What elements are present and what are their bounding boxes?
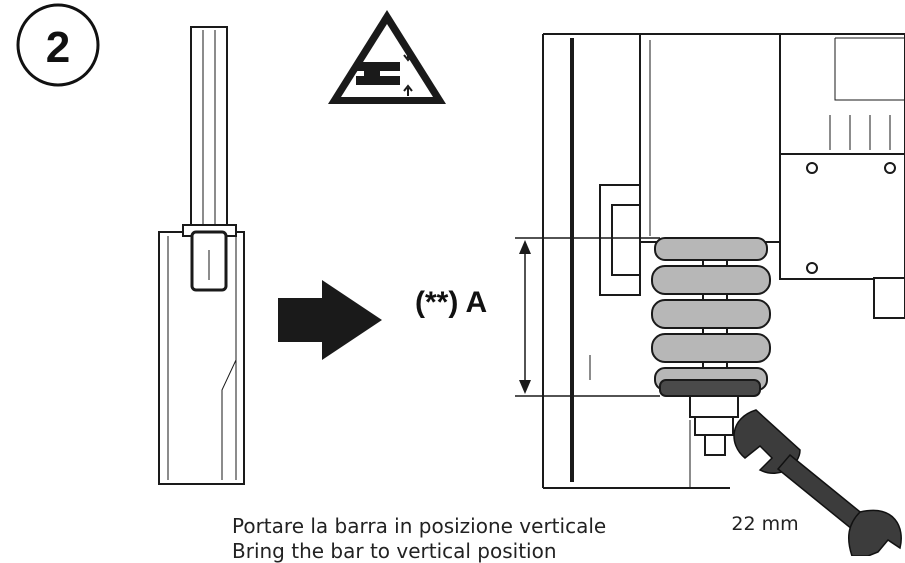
spring <box>651 237 771 397</box>
caption-english: Bring the bar to vertical position <box>232 539 557 563</box>
wrench-icon <box>733 409 902 556</box>
direction-arrow <box>278 280 382 360</box>
dimension-label: (**) A <box>415 286 487 319</box>
caption-italian: Portare la barra in posizione verticale <box>232 514 607 538</box>
mechanism-detail <box>542 33 905 489</box>
wrench-size-label: 22 mm <box>731 513 798 535</box>
barrier-column <box>158 26 245 485</box>
hand-crush-warning-icon <box>328 10 446 104</box>
step-badge: 2 <box>16 3 100 87</box>
step-number: 2 <box>46 23 70 72</box>
dimension-a <box>515 237 660 397</box>
